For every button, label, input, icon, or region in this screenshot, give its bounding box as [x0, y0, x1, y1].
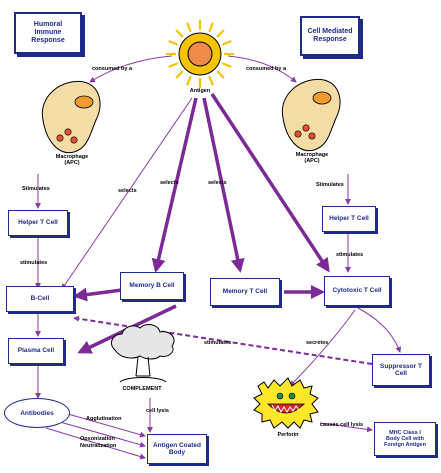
memory-t-cell: Memory T Cell [210, 278, 280, 306]
antibodies-oval: Antibodies [4, 398, 70, 428]
stimulates-left2-label: stimulates [20, 260, 48, 266]
arrow-antigen-to-memory-b [151, 97, 198, 273]
arrow-antigen-to-bcell [61, 97, 193, 290]
perforin-creature-icon [253, 377, 319, 429]
cell-mediated-response-header: Cell Mediated Response [300, 16, 360, 56]
antigen-coated-body: Antigen Coated Body [147, 434, 207, 464]
antigen-label: Antigen [189, 88, 211, 94]
stimulates-left-label: Stimulates [22, 186, 50, 192]
b-cell: B-Cell [6, 286, 74, 312]
cytotoxic-t-cell: Cytotoxic T Cell [324, 276, 390, 306]
consumed-by-left-label: consumed by a [92, 66, 133, 72]
perforin-label: Perforin [277, 432, 299, 438]
arrow-antibodies-neutralization [45, 427, 146, 460]
macrophage-icon [41, 80, 101, 154]
suppressor-t-cell: Suppressor T Cell [372, 354, 430, 386]
thick-arrows [73, 93, 330, 354]
antigen-sun-icon [165, 19, 235, 89]
arrow-memory-b-to-bcell [73, 287, 123, 302]
arrow-cytotoxic-to-perforin [289, 309, 356, 387]
selects-label-2: selects [160, 180, 179, 186]
arrow-antigen-to-memory-t [202, 97, 245, 273]
macrophage-right-label: Macrophage (APC) [295, 152, 329, 165]
selects-label-1: selects [118, 188, 137, 194]
plasma-cell: Plasma Cell [8, 338, 64, 364]
causes-cell-lysis-label: causes cell lysis [320, 422, 364, 428]
stimulates-right-label: Stimulates [316, 182, 344, 188]
arrow-antigen-to-cytotoxic [210, 93, 330, 273]
thin-arrows [35, 55, 402, 460]
macrophage-icon [281, 78, 341, 152]
arrow-antigen-to-macrophage-left [89, 55, 173, 83]
helper-t-cell-left: Helper T Cell [8, 210, 68, 236]
stimulates-mid-label: stimulates [204, 340, 232, 346]
arrow-antibodies-opsonization [59, 421, 146, 448]
arrow-perforin-to-mhc [319, 422, 373, 433]
humoral-response-header: Humoral Immune Response [14, 12, 82, 54]
stimulates-right2-label: stimulates [336, 252, 364, 258]
helper-t-cell-right: Helper T Cell [322, 206, 376, 232]
complement-label: COMPLEMENT [122, 386, 162, 392]
neutralization-label: Neutralization [80, 443, 117, 449]
selects-label-3: selects [208, 180, 227, 186]
dashed-arrow-suppressor-to-bcell [73, 315, 373, 365]
arrow-cytotoxic-to-suppressor [357, 307, 402, 353]
macrophage-left-label: Macrophage (APC) [55, 154, 89, 167]
mhc-class-i-body-cell: MHC Class I Body Cell with Foreign Antig… [374, 422, 436, 456]
cell-lysis-label: cell lysis [146, 408, 169, 414]
agglutination-label: Agglutination [86, 416, 122, 422]
consumed-by-right-label: consumed by a [246, 66, 287, 72]
mushroom-cloud-icon [111, 324, 175, 383]
arrow-antigen-to-macrophage-right [227, 55, 297, 83]
arrow-antibodies-agglutination [67, 413, 146, 438]
opsonization-label: Opsonization [80, 436, 115, 442]
memory-b-cell: Memory B Cell [120, 272, 184, 300]
secretes-label: secretes [306, 340, 329, 346]
